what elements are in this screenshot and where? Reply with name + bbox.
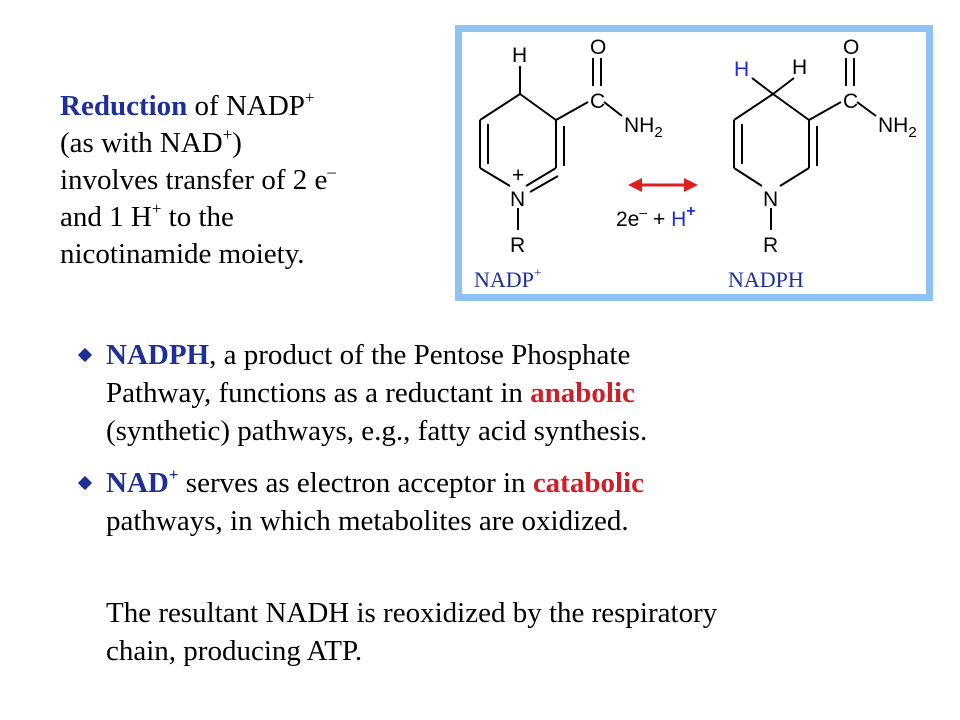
- nadp-nh2: NH2: [624, 114, 663, 141]
- nadph-n: N: [763, 188, 778, 211]
- transfer-arrow: [628, 178, 698, 192]
- diamond-bullet-icon: [77, 347, 93, 363]
- intro-line-1: Reduction of NADP+: [60, 88, 315, 122]
- catabolic-term: catabolic: [532, 467, 644, 499]
- nadph-nh2: NH2: [878, 114, 917, 141]
- nadp-n-charge: +: [512, 164, 524, 187]
- nadp-top-h: H: [512, 44, 527, 67]
- nadp-o: O: [590, 36, 606, 59]
- intro-line-3: involves transfer of 2 e–: [60, 162, 336, 196]
- intro-text: Reduction of NADP+ (as with NAD+) involv…: [60, 88, 420, 273]
- nadp-n: N: [510, 188, 525, 211]
- reduction-term: Reduction: [60, 90, 188, 122]
- nad-term: NAD+: [106, 465, 179, 499]
- structure-svg: H O C NH2 N + R NADP+ H H O C NH2 N R NA…: [474, 36, 917, 292]
- nadp-bonds: [479, 58, 623, 230]
- transfer-text: 2e– + H+: [616, 203, 696, 231]
- nadph-bonds: [733, 58, 877, 230]
- nadph-h-black: H: [792, 56, 807, 79]
- nadph-c: C: [843, 90, 858, 113]
- bullet-list: NADPH, a product of the Pentose Phosphat…: [74, 336, 914, 554]
- nadh-note: The resultant NADH is reoxidized by the …: [106, 597, 718, 667]
- nadph-o: O: [843, 36, 859, 59]
- bullet-nadph: NADPH, a product of the Pentose Phosphat…: [74, 336, 914, 450]
- intro-line-2: (as with NAD+): [60, 125, 242, 159]
- nadp-c: C: [590, 90, 605, 113]
- nadph-label: NADPH: [728, 267, 804, 292]
- nadph-r: R: [763, 234, 778, 257]
- anabolic-term: anabolic: [530, 377, 635, 409]
- nadp-r: R: [510, 234, 525, 257]
- nadp-reduction-diagram: H O C NH2 N + R NADP+ H H O C NH2 N R NA…: [455, 25, 933, 301]
- nadph-term: NADPH: [106, 339, 210, 371]
- intro-line-4: and 1 H+ to the: [60, 199, 234, 233]
- intro-line-5: nicotinamide moiety.: [60, 238, 305, 270]
- nadph-h-blue: H: [734, 58, 749, 81]
- diamond-bullet-icon: [77, 475, 93, 491]
- nadp-label: NADP+: [474, 266, 542, 292]
- bullet-nad: NAD+ serves as electron acceptor in cata…: [74, 464, 914, 540]
